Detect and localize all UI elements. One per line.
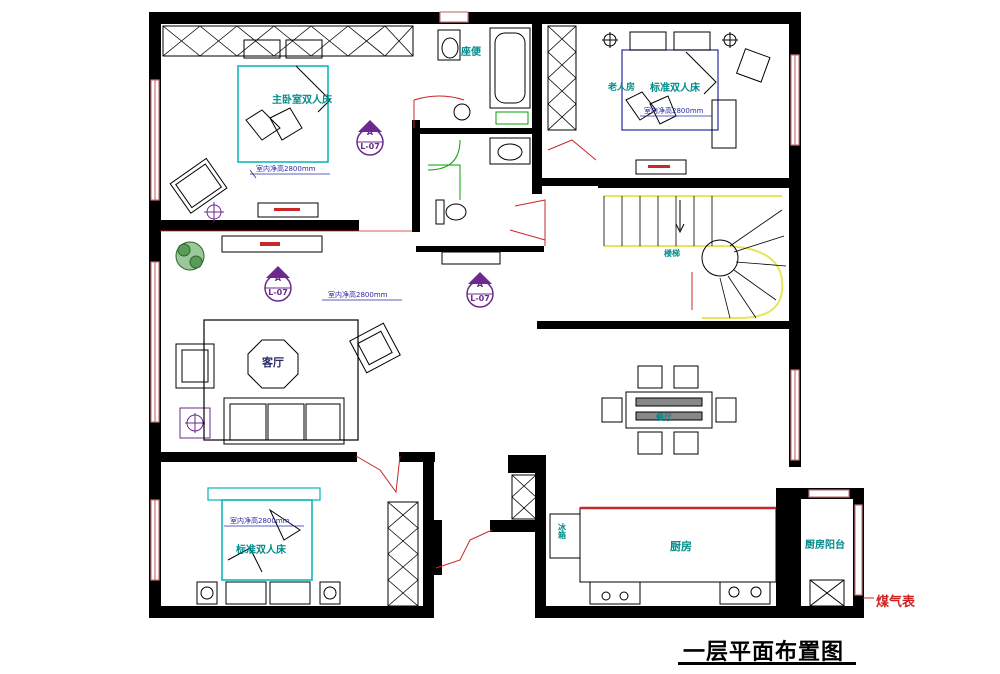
dining-table xyxy=(601,365,737,455)
section-marker-ref: L-07 xyxy=(268,288,288,297)
gas-meter-label: 煤气表 xyxy=(876,595,916,610)
kitchen-label: 厨房 xyxy=(670,540,692,553)
section-marker-icon xyxy=(356,120,384,156)
plan-title: 一层平面布置图 xyxy=(683,640,845,665)
living-ceiling-dim: 室内净高2800mm xyxy=(328,291,388,299)
stairs-label: 楼梯 xyxy=(664,249,680,258)
plant-icon xyxy=(175,241,205,271)
section-marker-letter: A xyxy=(366,128,374,137)
section-marker: A L-07 xyxy=(460,272,500,312)
staircase xyxy=(603,195,787,319)
wardrobes xyxy=(162,25,577,607)
master-ceiling-dim: 室内净高2800mm xyxy=(256,165,316,173)
kitchen-fixtures xyxy=(549,506,874,607)
bathroom-label: 座便 xyxy=(461,47,481,58)
armchairs xyxy=(169,48,771,389)
lamps xyxy=(179,32,738,605)
kitchen-balcony-label: 厨房阳台 xyxy=(805,540,845,551)
section-marker-icon xyxy=(264,266,292,302)
bottom-ceiling-dim: 室内净高2800mm xyxy=(230,517,290,525)
living-furniture xyxy=(203,159,687,445)
dining-label: 餐厅 xyxy=(656,413,672,422)
living-room-label: 客厅 xyxy=(262,356,284,369)
section-marker-ref: L-07 xyxy=(470,294,490,303)
section-marker-letter: A xyxy=(476,280,484,289)
beds xyxy=(207,31,737,605)
bottom-bed-label: 标准双人床 xyxy=(236,545,286,556)
door-swings xyxy=(160,95,597,569)
master-bed-label: 主卧室双人床 xyxy=(272,95,332,106)
second-bed-prefix-label: 老人房 xyxy=(608,83,636,93)
fridge-label: 冰箱 xyxy=(558,523,566,540)
section-marker-ref: L-07 xyxy=(360,142,380,151)
title-underline xyxy=(678,662,856,665)
section-marker-letter: A xyxy=(274,274,282,283)
windows xyxy=(150,11,863,596)
section-marker-icon xyxy=(466,272,494,308)
interior-walls xyxy=(149,12,801,610)
bathroom-fixtures xyxy=(427,27,531,265)
dimension-lines xyxy=(224,115,712,527)
second-ceiling-dim: 室内净高2800mm xyxy=(644,107,704,115)
section-marker: A L-07 xyxy=(350,120,390,160)
second-bed-label: 标准双人床 xyxy=(650,83,700,94)
section-marker: A L-07 xyxy=(258,266,298,306)
